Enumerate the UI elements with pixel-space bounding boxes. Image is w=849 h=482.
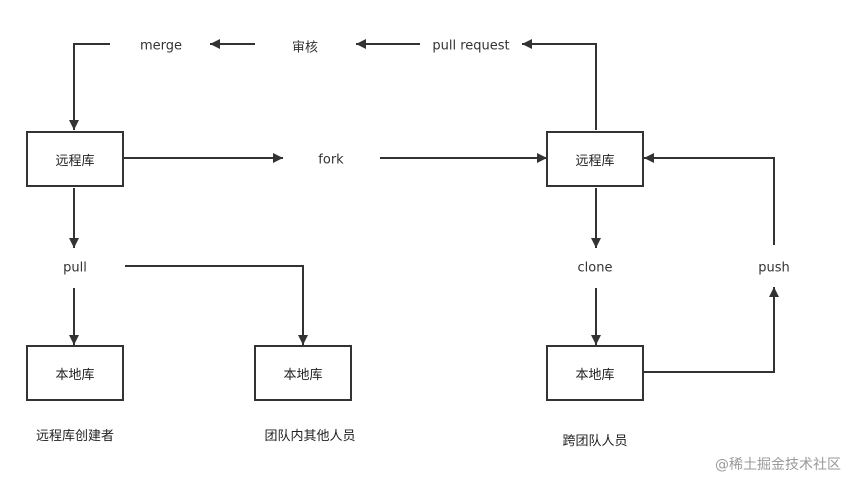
label-merge: merge: [137, 38, 185, 54]
watermark: @稀土掘金技术社区: [715, 457, 841, 473]
label-pull: pull: [61, 260, 89, 276]
edge-local-right-to-push: [644, 287, 779, 373]
label-push: push: [756, 260, 792, 276]
remote-repo-right: 远程库: [546, 131, 644, 187]
local-repo-middle: 本地库: [254, 345, 352, 401]
edge-push-to-remote-right: [644, 153, 775, 245]
edge-merge-to-remote-left: [69, 43, 110, 130]
local-repo-right: 本地库: [546, 345, 644, 401]
caption-repo-creator: 远程库创建者: [35, 429, 115, 444]
label-pull-request: pull request: [430, 38, 512, 54]
caption-team-members: 团队内其他人员: [264, 429, 356, 444]
local-repo-left: 本地库: [26, 345, 124, 401]
label-fork: fork: [316, 152, 346, 168]
label-clone: clone: [575, 260, 615, 276]
edge-remote-right-to-pull-request: [522, 39, 597, 130]
remote-repo-left: 远程库: [26, 131, 124, 187]
edge-pull-to-local-middle: [125, 265, 308, 345]
caption-cross-team: 跨团队人员: [562, 434, 628, 449]
label-review: 审核: [289, 36, 321, 56]
